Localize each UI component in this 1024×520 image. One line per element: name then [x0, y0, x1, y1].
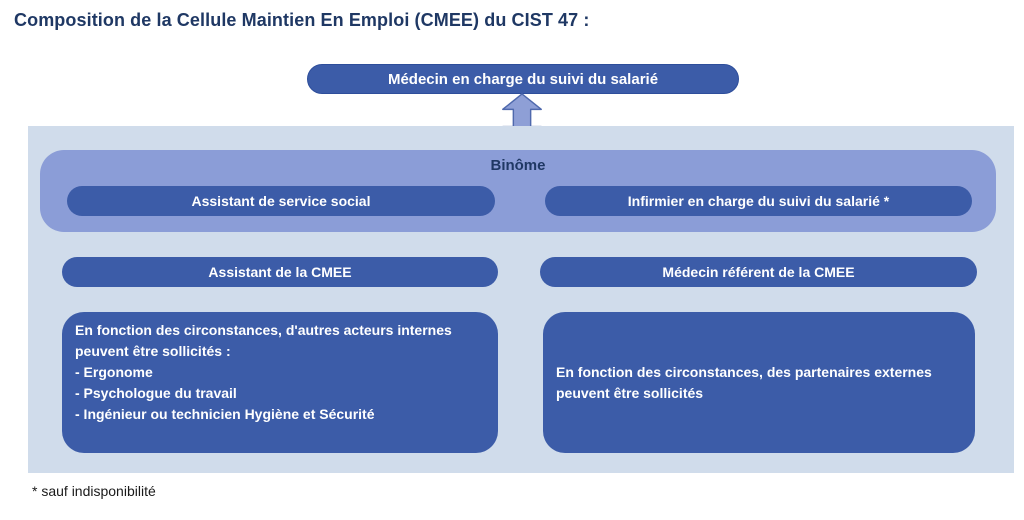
node-assistant-service-social-label: Assistant de service social [191, 193, 371, 209]
node-assistant-cmee: Assistant de la CMEE [62, 257, 498, 287]
note-partenaires-externes: En fonction des circonstances, des parte… [543, 312, 975, 453]
node-medecin-suivi-label: Médecin en charge du suivi du salarié [387, 70, 659, 88]
note-acteurs-internes: En fonction des circonstances, d'autres … [62, 312, 498, 453]
node-assistant-cmee-label: Assistant de la CMEE [208, 264, 352, 280]
node-infirmier-suivi-label: Infirmier en charge du suivi du salarié … [627, 193, 890, 209]
cmee-container: Binôme Assistant de service social Infir… [28, 126, 1014, 473]
footnote: * sauf indisponibilité [32, 483, 156, 499]
page-title: Composition de la Cellule Maintien En Em… [14, 10, 590, 30]
node-medecin-referent-cmee-label: Médecin référent de la CMEE [662, 264, 855, 280]
node-infirmier-suivi: Infirmier en charge du suivi du salarié … [545, 186, 972, 216]
node-medecin-referent-cmee: Médecin référent de la CMEE [540, 257, 977, 287]
node-assistant-service-social: Assistant de service social [67, 186, 495, 216]
node-medecin-suivi: Médecin en charge du suivi du salarié [307, 64, 739, 94]
binome-group-label: Binôme [490, 157, 546, 174]
note-partenaires-externes-text: En fonction des circonstances, des parte… [556, 363, 932, 401]
binome-group: Binôme Assistant de service social Infir… [40, 150, 996, 232]
